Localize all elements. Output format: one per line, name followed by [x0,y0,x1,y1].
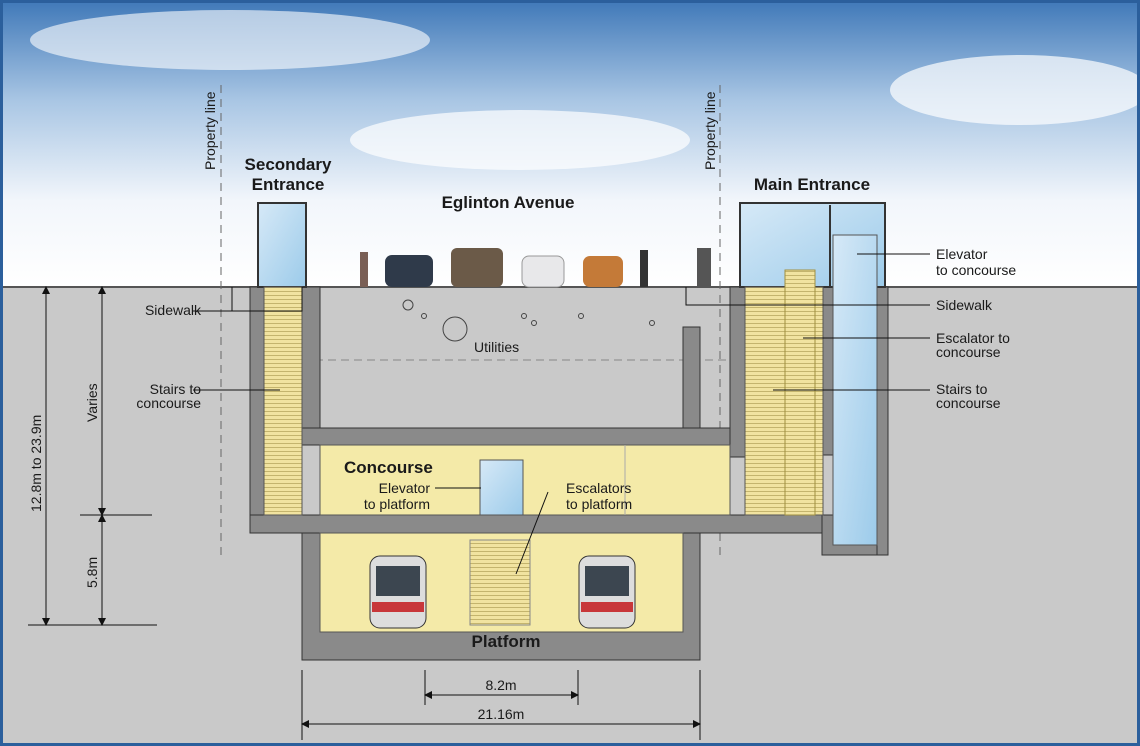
concourse-elevator-label: Elevator [379,480,431,496]
train-right [578,555,636,629]
station-cross-section: Property line Property line [3,3,1137,743]
platform-escalators [469,539,531,626]
property-line-label-right: Property line [702,91,718,170]
main-escalator [784,269,816,516]
elevator-label-right: Elevator [936,246,988,262]
varies-label: Varies [84,383,100,422]
concourse-elevator-label-2: to platform [364,496,430,512]
width-dimensions [301,670,701,740]
secondary-stairs [263,286,303,516]
main-entrance-title: Main Entrance [754,175,870,194]
utility-pipes [402,299,655,342]
utilities-label: Utilities [474,339,519,355]
leader-lines [193,253,930,575]
concourse-area [319,444,731,516]
escalator-label-right: Escalator to [936,330,1010,346]
cloud [30,10,430,70]
secondary-entrance-title-2: Entrance [252,175,325,194]
stairs-label-left: Stairs to [150,381,202,397]
cloud [890,55,1137,125]
outer-width-label: 21.16m [478,706,525,722]
stairs-label-left-2: concourse [136,395,201,411]
concourse-title: Concourse [344,458,433,477]
total-depth-label: 12.8m to 23.9m [28,415,44,512]
train-left [369,555,427,629]
stairs-label-right: Stairs to [936,381,988,397]
concourse-escalators-label: Escalators [566,480,631,496]
property-line-label-left: Property line [202,91,218,170]
depth-dimensions [28,286,157,626]
sidewalk-label-right: Sidewalk [936,297,993,313]
sidewalk-label-left: Sidewalk [145,302,202,318]
cloud [350,110,690,170]
secondary-entrance-pavilion [257,202,307,288]
platform-depth-label: 5.8m [84,557,100,588]
inner-width-label: 8.2m [485,677,516,693]
platform-title: Platform [472,632,541,651]
secondary-entrance-title: Secondary [245,155,332,174]
escalator-label-right-2: concourse [936,344,1001,360]
street-title: Eglinton Avenue [442,193,575,212]
concourse-escalators-label-2: to platform [566,496,632,512]
concourse-elevator [479,459,524,516]
stairs-label-right-2: concourse [936,395,1001,411]
street-vehicles [360,248,711,288]
elevator-label-right-2: to concourse [936,262,1016,278]
